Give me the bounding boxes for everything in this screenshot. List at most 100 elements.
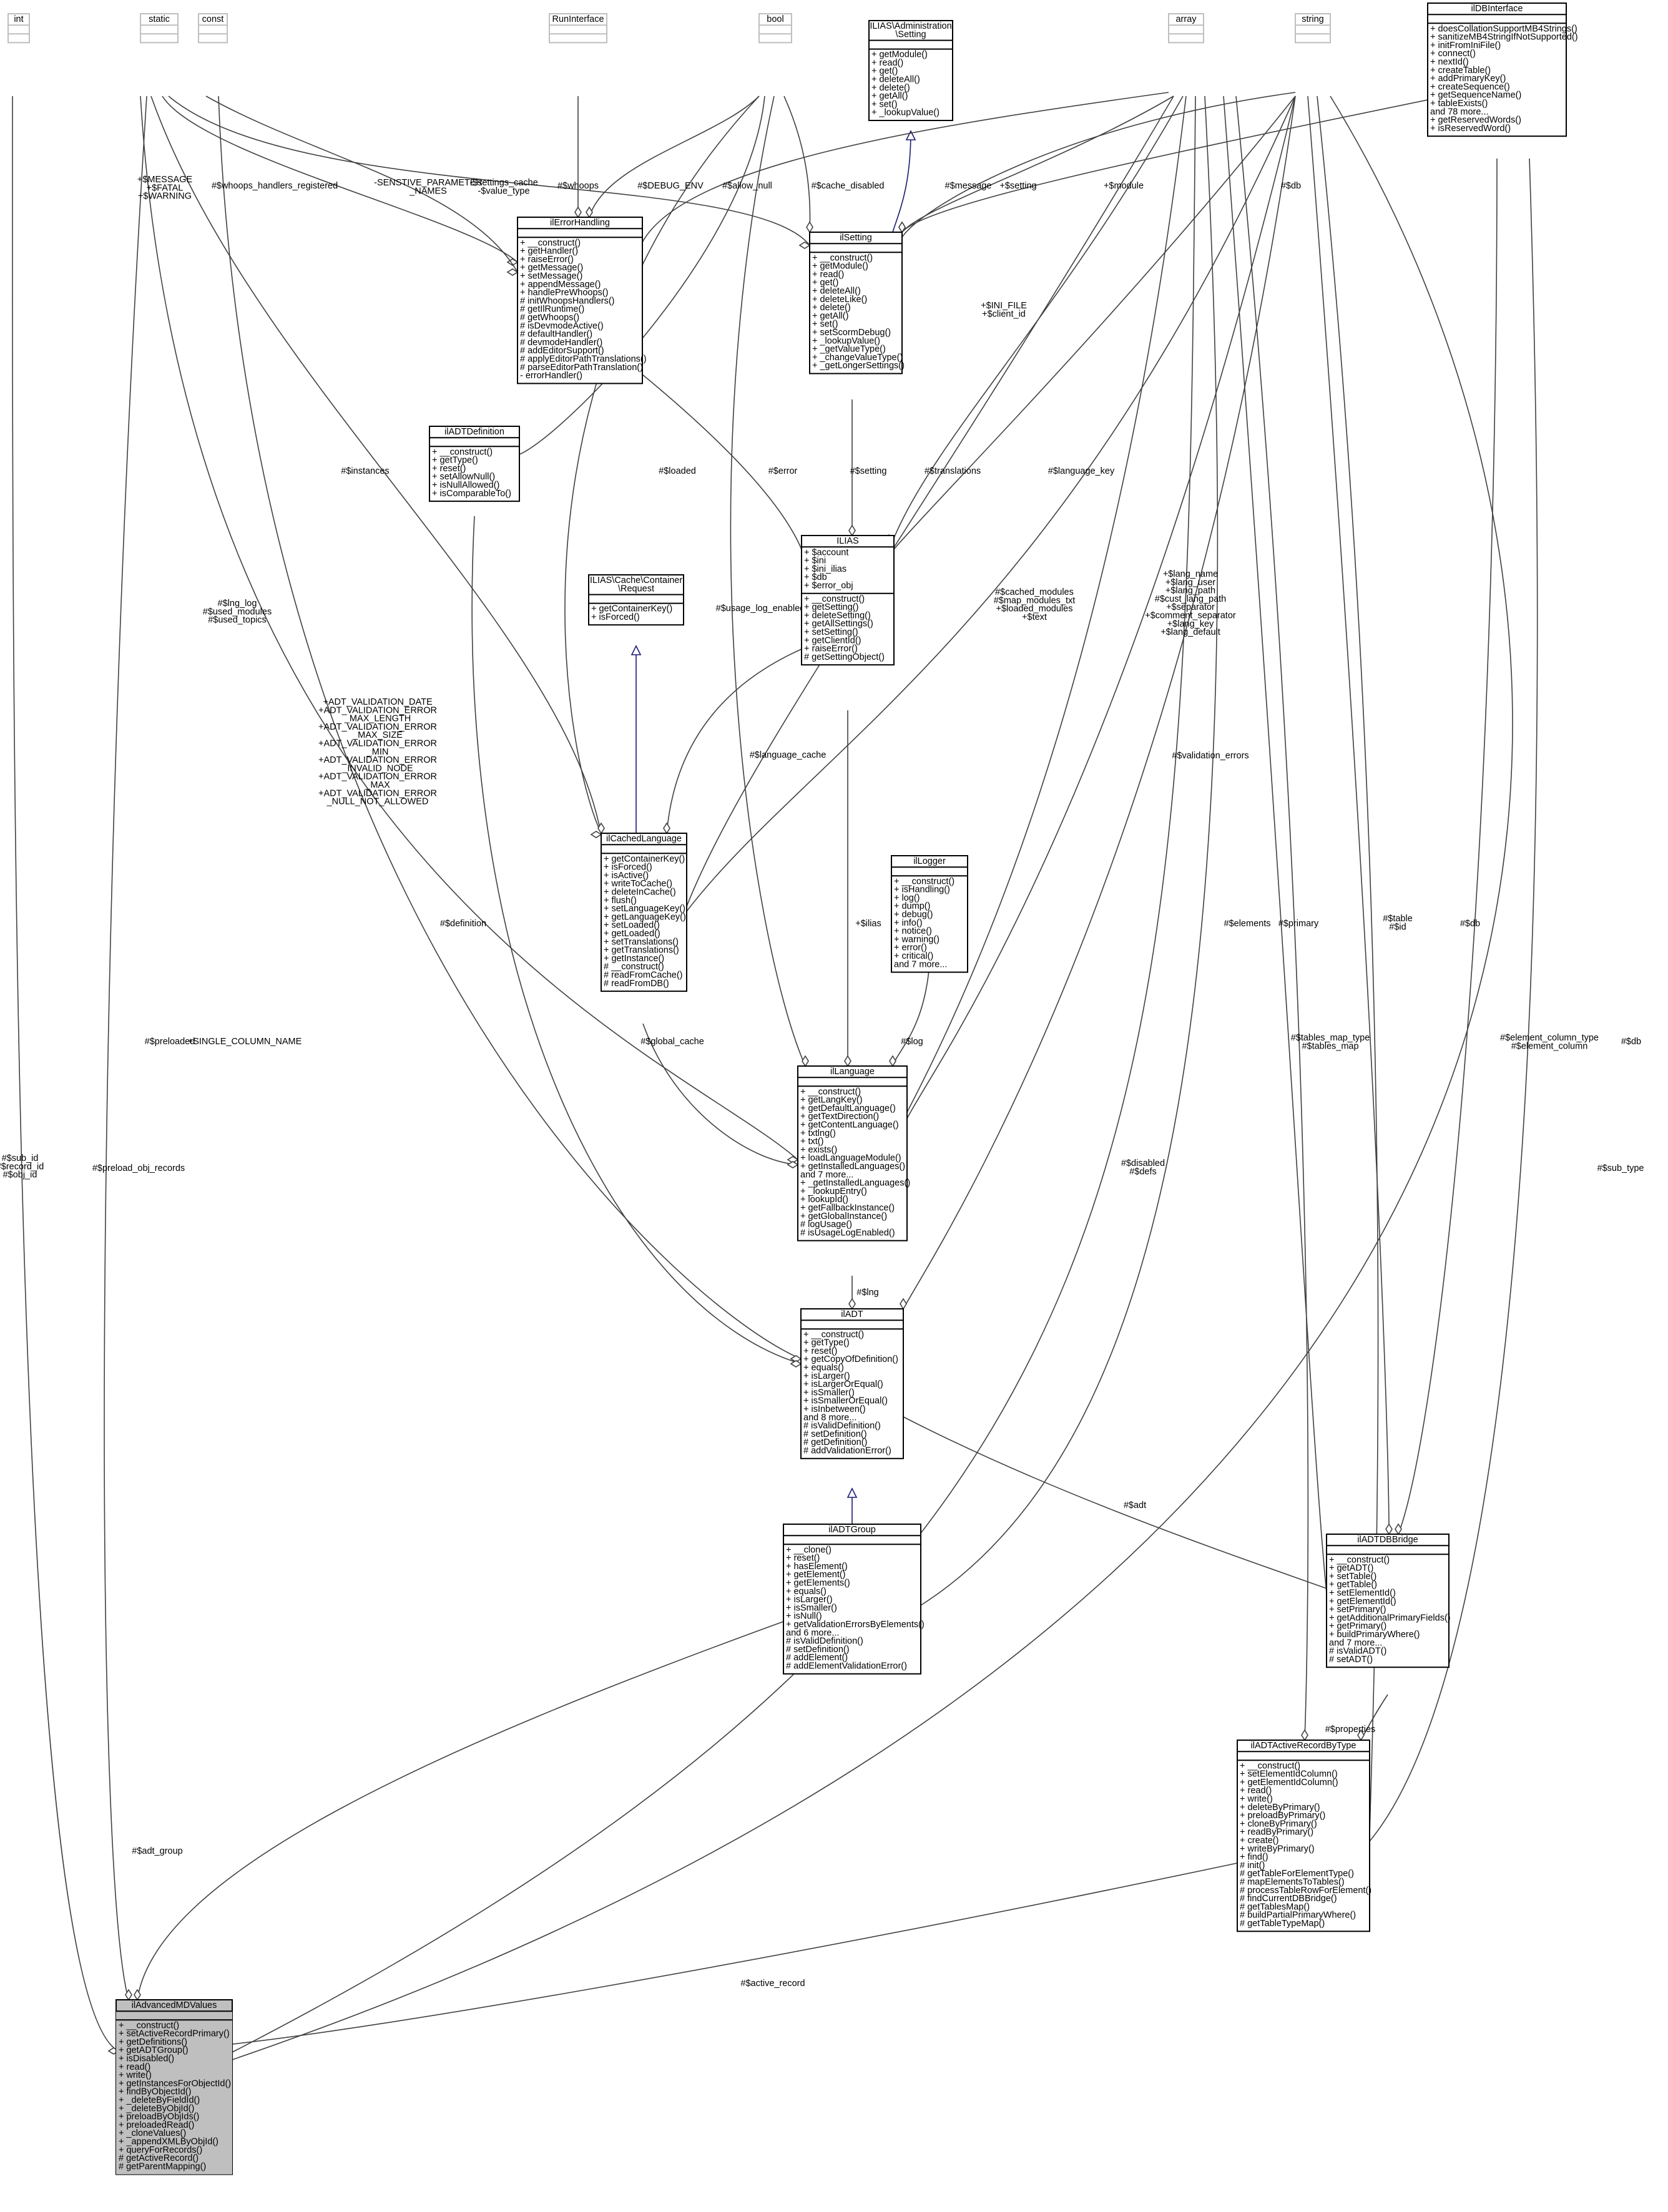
iladtactiverecordbytype-method: # buildPartialPrimaryWhere() bbox=[1240, 1911, 1356, 1921]
ilsetting-method: + _lookupValue() bbox=[812, 336, 880, 346]
edge-label-line: #$whoops bbox=[557, 181, 599, 191]
edge-label-line: #$log bbox=[901, 1037, 923, 1047]
ilerrorhandling-method: # addEditorSupport() bbox=[520, 346, 604, 356]
iladtdbbridge-method: and 7 more... bbox=[1329, 1638, 1382, 1648]
class-box-iladvancedmdvalues: ilAdvancedMDValues+ __construct()+ setAc… bbox=[115, 1999, 233, 2175]
ildbinterface-method: + initFromIniFile() bbox=[1430, 41, 1501, 51]
edge-dbinterface-activerecord bbox=[1369, 158, 1538, 1842]
class-box-cache_request: ILIAS\Cache\Container\Request+ getContai… bbox=[588, 574, 684, 626]
iladtdbbridge-method: + setElementId() bbox=[1329, 1588, 1396, 1598]
iladtgroup-method: + getValidationErrorsByElements() bbox=[786, 1620, 925, 1630]
ilcachedlanguage-method: + getLoaded() bbox=[604, 929, 660, 939]
edge-label-line: #$obj_id bbox=[3, 1170, 37, 1180]
illogger-frame bbox=[891, 855, 968, 973]
ilias-method: + deleteSetting() bbox=[804, 610, 871, 620]
edge-labels-layer: +$MESSAGE+$FATAL+$WARNING#$whoops_handle… bbox=[0, 175, 1644, 1989]
illanguage-title: ilLanguage bbox=[830, 1067, 875, 1077]
iladtactiverecordbytype-title: ilADTActiveRecordByType bbox=[1251, 1741, 1356, 1751]
edge-bool-adtdef bbox=[519, 95, 765, 455]
ilias-attribute: + $account bbox=[804, 547, 848, 557]
edge-label-line: +$lang_name bbox=[1163, 569, 1218, 579]
edge-label-adt_group: #$adt_group bbox=[132, 1846, 182, 1856]
iladtgroup-method: + getElements() bbox=[786, 1578, 850, 1588]
illogger-method: + warning() bbox=[894, 934, 939, 944]
iladvancedmdvalues-method: + setActiveRecordPrimary() bbox=[119, 2029, 230, 2039]
ildbinterface-method: + connect() bbox=[1430, 49, 1476, 59]
edge-label-log: #$log bbox=[901, 1037, 923, 1047]
iladtactiverecordbytype-method: # getTableForElementType() bbox=[1240, 1869, 1354, 1879]
ilsetting-method: + getAll() bbox=[812, 311, 848, 321]
edge-label-line: #$id bbox=[1389, 922, 1406, 932]
illanguage-method: + txt() bbox=[800, 1137, 823, 1147]
ildbinterface-method: + createSequence() bbox=[1430, 82, 1510, 92]
edge-label-line: +ADT_VALIDATION_ERROR bbox=[318, 755, 437, 765]
bool-title: bool bbox=[767, 14, 783, 24]
ilsetting-frame bbox=[809, 232, 903, 374]
edge-label-single_column: +SINGLE_COLUMN_NAME bbox=[188, 1037, 302, 1047]
edge-iladtgroup-advmd bbox=[137, 1621, 784, 2000]
edge-label-line: +$loaded_modules bbox=[996, 604, 1073, 614]
iladtactiverecordbytype-method: + readByPrimary() bbox=[1240, 1828, 1313, 1838]
ilias-title: ILIAS bbox=[836, 536, 858, 546]
edge-label-sensitive: -SENSTIVE_PARAMETER_NAMES bbox=[374, 178, 483, 196]
edge-label-line: +$lang_default bbox=[1160, 627, 1220, 637]
iladvancedmdvalues-method: + preloadedRead() bbox=[119, 2120, 194, 2130]
ilias-method: + __construct() bbox=[804, 594, 865, 604]
edge-static-ilsetting bbox=[168, 95, 810, 246]
edge-label-line: #$tables_map bbox=[1302, 1041, 1358, 1051]
ilias-attribute: + $error_obj bbox=[804, 581, 853, 591]
ildbinterface-method: + addPrimaryKey() bbox=[1430, 74, 1506, 84]
illogger-method: and 7 more... bbox=[894, 959, 947, 969]
edge-cacherequest-cachedlang-arrowhead bbox=[630, 645, 642, 655]
iladvancedmdvalues-method: + queryForRecords() bbox=[119, 2145, 202, 2155]
iladtactiverecordbytype-method: + preloadByPrimary() bbox=[1240, 1811, 1325, 1821]
edge-label-db_mid: #$db bbox=[1460, 919, 1480, 929]
edge-label-active_record: #$active_record bbox=[740, 1979, 805, 1989]
edge-adtdef-iladt bbox=[471, 516, 802, 1364]
ilcachedlanguage-method: + getInstance() bbox=[604, 954, 664, 964]
admin_setting-method: + getAll() bbox=[871, 91, 908, 101]
array-title: array bbox=[1175, 14, 1197, 24]
edge-label-line: +$lang_path bbox=[1165, 586, 1215, 596]
edge-label-usage_log: #$usage_log_enabled bbox=[716, 604, 805, 614]
iladtgroup-method: + isNull() bbox=[786, 1612, 822, 1622]
edge-ilias-cachedlang bbox=[666, 648, 802, 834]
const-title: const bbox=[202, 14, 224, 24]
class-box-iladtdbbridge: ilADTDBBridge+ __construct()+ getADT()+ … bbox=[1326, 1534, 1451, 1668]
edge-label-line: #$lng_log bbox=[218, 599, 257, 609]
edge-label-line: #$active_record bbox=[740, 1979, 805, 1989]
edge-array-illanguage bbox=[906, 95, 1187, 1113]
edge-array-dbbridge bbox=[1223, 95, 1327, 1593]
iladtdefinition-method: + isComparableTo() bbox=[432, 489, 511, 499]
edge-ilias-cachedlang-diamond bbox=[663, 822, 670, 834]
iladtdbbridge-method: + getElementId() bbox=[1329, 1597, 1396, 1607]
iladtactiverecordbytype-method: + getElementIdColumn() bbox=[1240, 1778, 1338, 1788]
edge-run-errorhandling-diamond bbox=[574, 206, 582, 218]
edge-label-language_key: #$language_key bbox=[1048, 466, 1115, 476]
class-box-admin_setting: ILIAS\Administration\Setting+ getModule(… bbox=[868, 20, 953, 121]
class-box-string: string bbox=[1295, 13, 1331, 44]
iladtgroup-method: + hasElement() bbox=[786, 1562, 848, 1572]
iladtgroup-method: and 6 more... bbox=[786, 1628, 839, 1638]
iladvancedmdvalues-method: + getADTGroup() bbox=[119, 2045, 189, 2055]
iladt-method: + equals() bbox=[803, 1363, 844, 1373]
ilcachedlanguage-method: + writeToCache() bbox=[604, 879, 672, 889]
edge-label-line: +$lang_key bbox=[1167, 619, 1214, 629]
ilias-attribute: + $ini_ilias bbox=[804, 564, 846, 574]
iladvancedmdvalues-method: + findByObjectId() bbox=[119, 2087, 191, 2097]
iladtactiverecordbytype-method: + create() bbox=[1240, 1836, 1278, 1846]
edges-layer bbox=[12, 92, 1538, 2063]
edge-label-line: +$module bbox=[1104, 181, 1144, 191]
edge-label-line: +ADT_VALIDATION_ERROR bbox=[318, 722, 437, 732]
edge-label-db_top: #$db bbox=[1281, 181, 1301, 191]
illogger-method: + notice() bbox=[894, 926, 932, 936]
edge-label-line: #$message bbox=[945, 181, 992, 191]
ilsetting-method: + delete() bbox=[812, 303, 851, 313]
edge-label-line: #$allow_null bbox=[722, 181, 772, 191]
admin_setting-method: + read() bbox=[871, 58, 903, 68]
ilcachedlanguage-method: + getTranslations() bbox=[604, 946, 679, 956]
ilcachedlanguage-method: + setLoaded() bbox=[604, 921, 660, 931]
edge-dbbridge-activerecord-diamond bbox=[1357, 1729, 1365, 1741]
edge-label-line: #$used_topics bbox=[208, 615, 267, 625]
edge-static-illanguage bbox=[140, 95, 798, 1160]
